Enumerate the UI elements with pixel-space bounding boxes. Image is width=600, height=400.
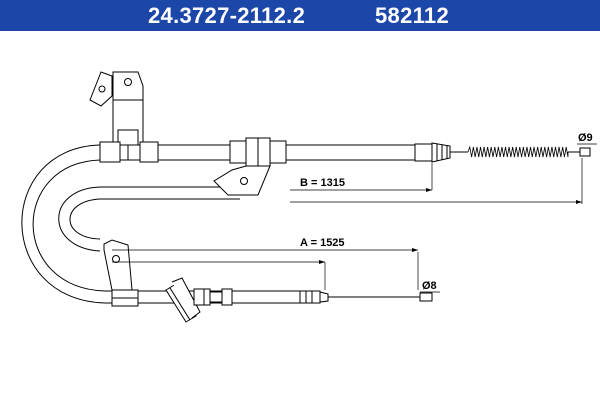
title-bar: 24.3727-2112.2 582112 (0, 0, 600, 31)
bottom-end-fitting (299, 290, 433, 304)
top-cable-end (568, 147, 591, 157)
cable-inner-loop (58, 186, 240, 252)
top-end-fitting (414, 142, 468, 163)
dimension-arrows (319, 188, 582, 264)
article-number: 582112 (375, 3, 449, 28)
cable-drawing: B = 1315 A = 1525 Ø9 Ø8 (21, 71, 597, 323)
part-number: 24.3727-2112.2 (148, 3, 306, 28)
top-clip (99, 141, 159, 163)
diameter-top-label: Ø9 (578, 132, 593, 144)
diameter-bottom-label: Ø8 (422, 280, 437, 292)
bottom-clamp (165, 277, 233, 323)
cable-outer (21, 144, 415, 304)
top-spring (467, 145, 569, 158)
top-bracket (89, 71, 144, 146)
dimension-lines (112, 143, 597, 293)
dimension-a-label: A = 1525 (300, 237, 345, 249)
dimension-b-label: B = 1315 (300, 177, 345, 189)
bottom-bracket (103, 239, 139, 307)
mid-bracket (213, 137, 287, 196)
